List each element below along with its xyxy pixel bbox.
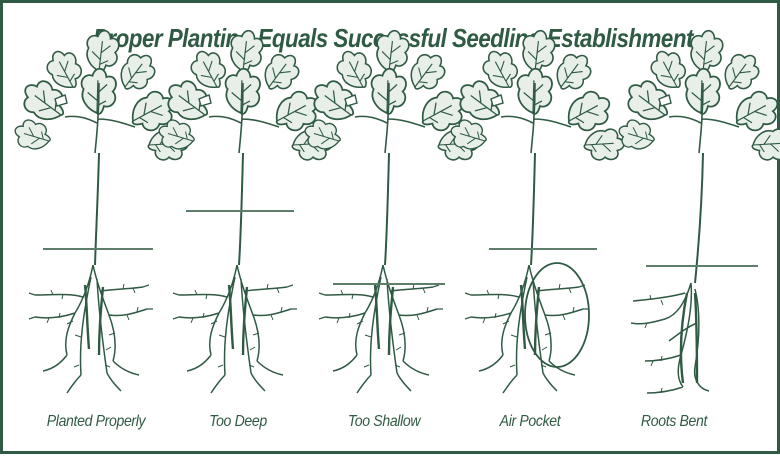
seedling-air-pocket	[449, 31, 627, 393]
seedling-planted-properly	[13, 31, 191, 393]
caption-roots-bent: Roots Bent	[608, 413, 740, 431]
caption-too-shallow: Too Shallow	[318, 413, 450, 431]
caption-planted-properly: Planted Properly	[30, 413, 162, 431]
caption-too-deep: Too Deep	[172, 413, 304, 431]
seedling-too-deep	[157, 31, 335, 393]
planting-diagram	[3, 3, 780, 457]
caption-air-pocket: Air Pocket	[464, 413, 596, 431]
seedling-roots-bent	[617, 31, 780, 393]
seedling-too-shallow	[303, 31, 481, 393]
